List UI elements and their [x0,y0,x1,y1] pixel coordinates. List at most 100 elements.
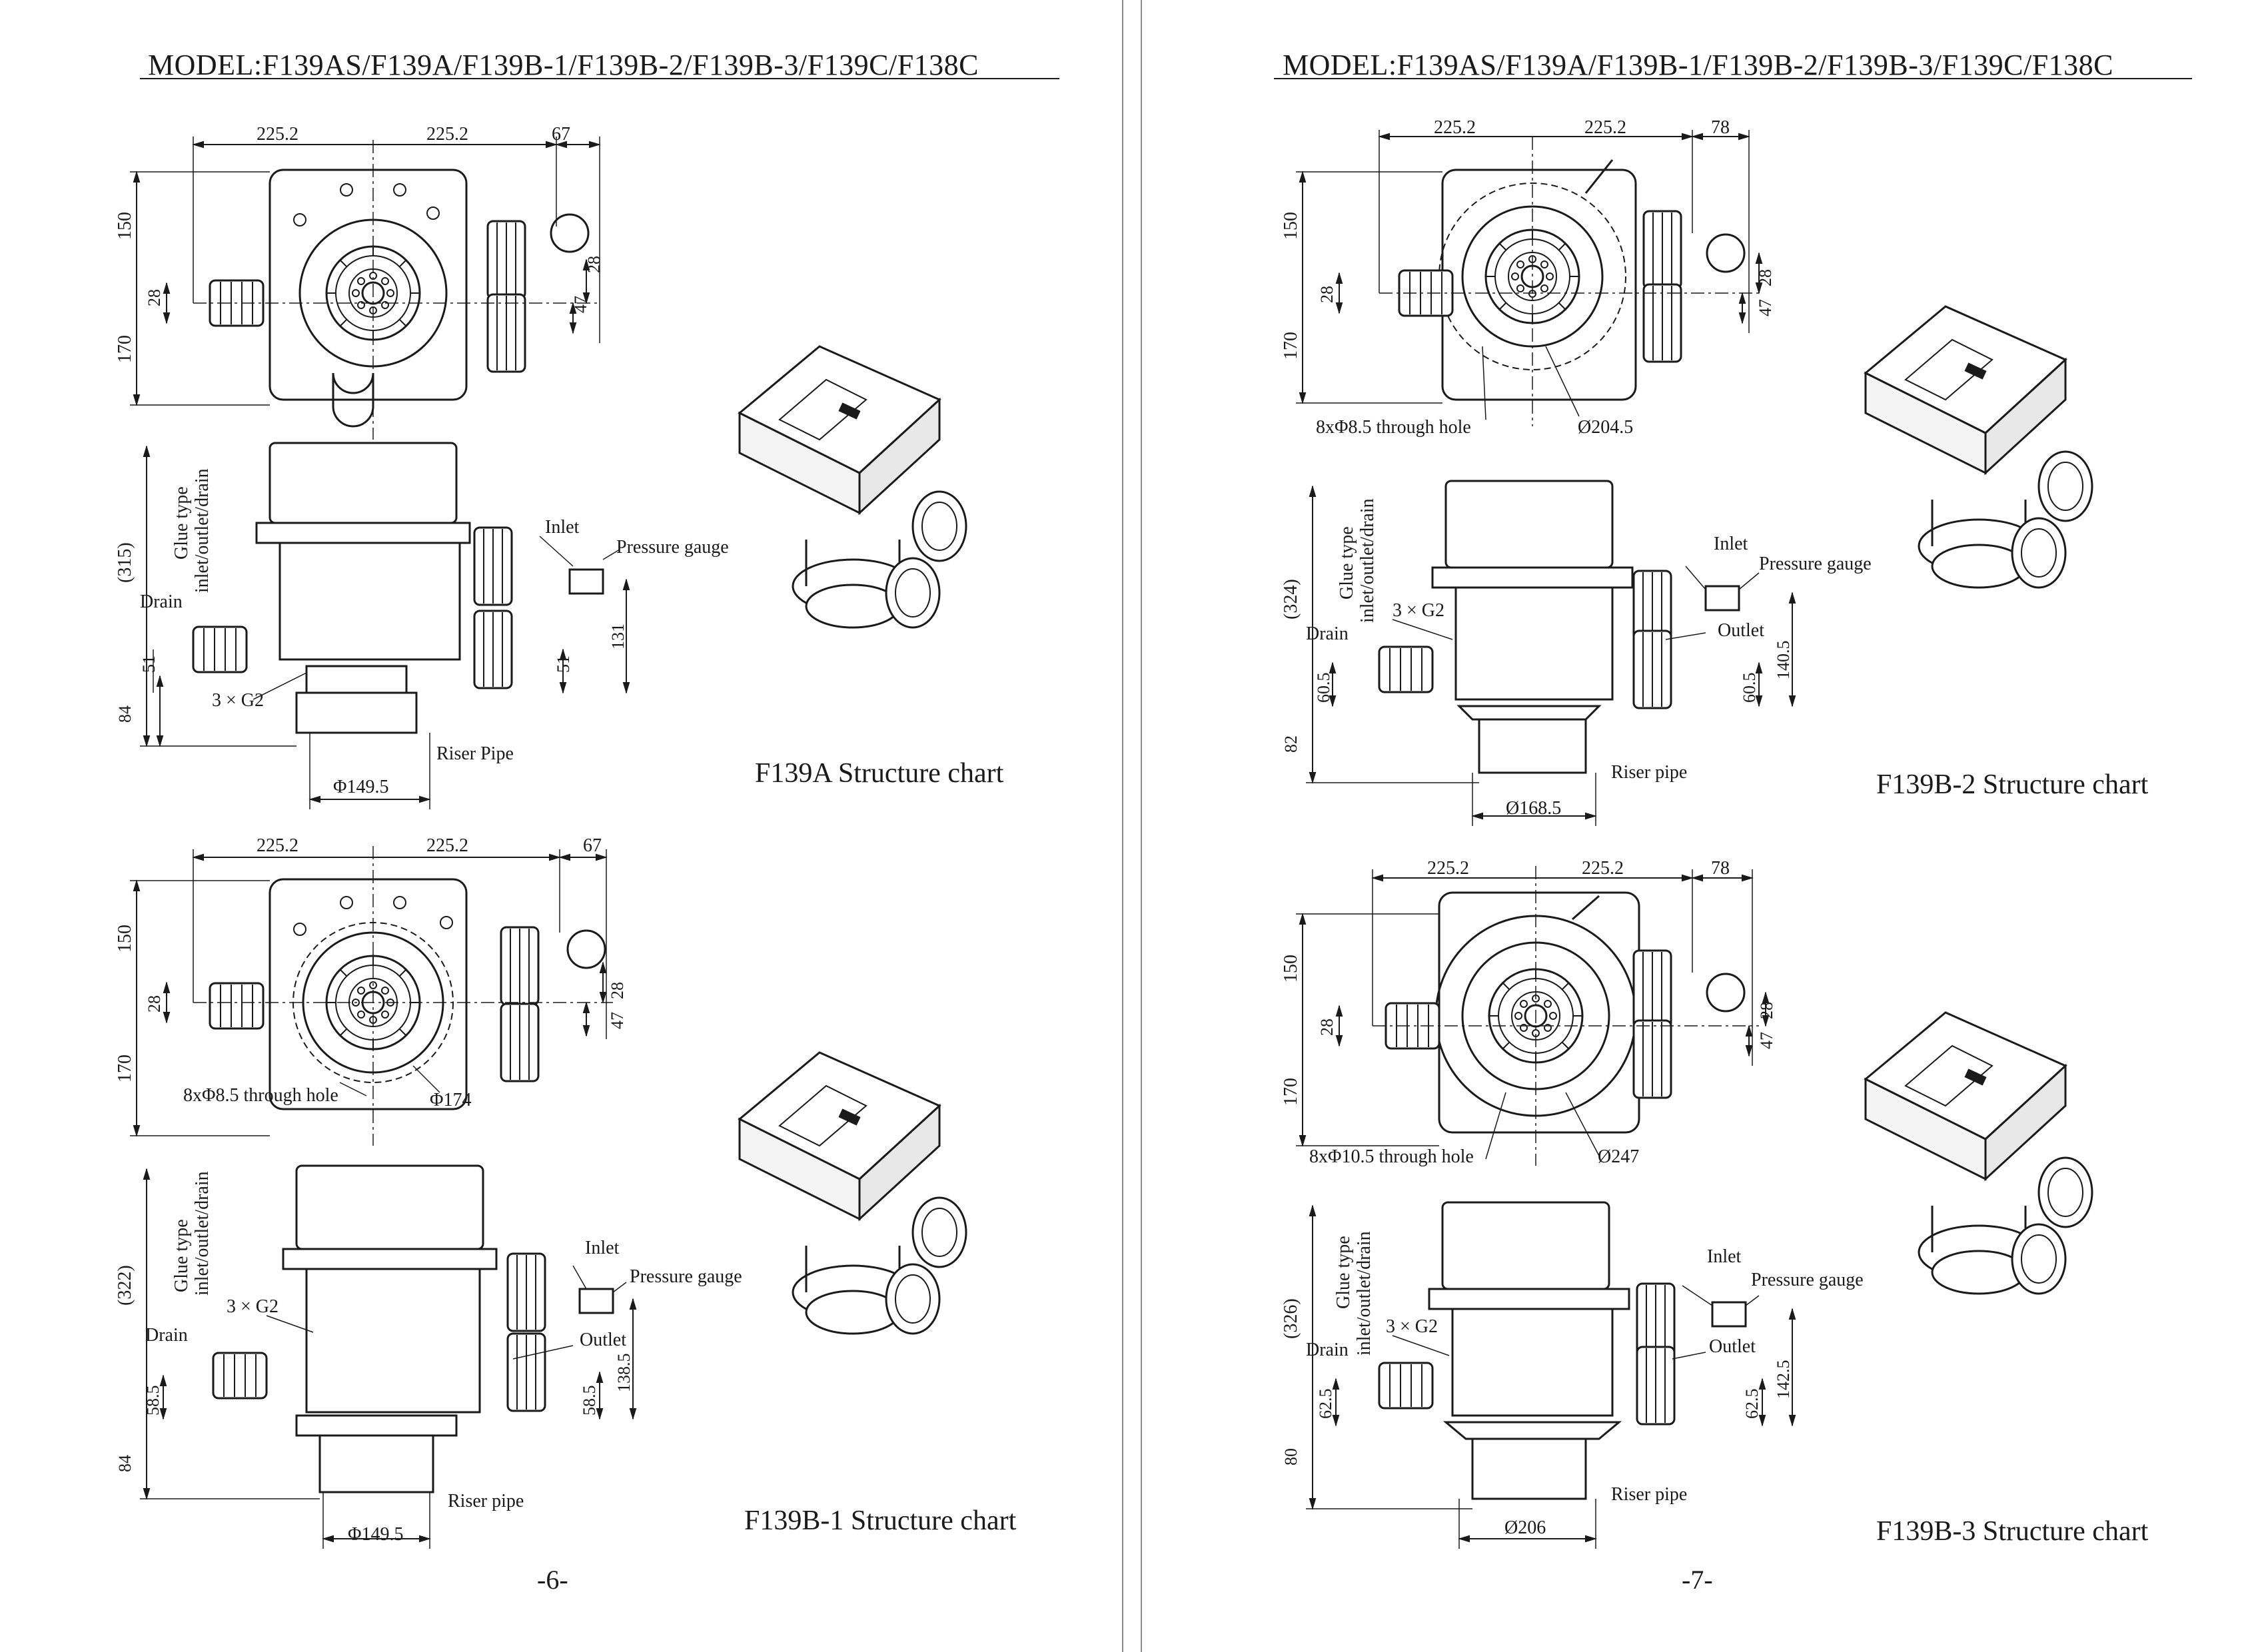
label-f139a-glue-type: Glue type [171,486,192,560]
dim-f139b-3-142: 142.5 [1774,1360,1793,1400]
dim-f139b-2-60b: 60.5 [1740,673,1759,703]
dim-f139b-1-58b: 58.5 [580,1386,599,1416]
dim-f139b-1-diam: Φ149.5 [348,1524,403,1545]
label-f139b-1-inlet-outlet-drain: inlet/outlet/drain [192,1171,213,1296]
dim-f139b-2-47: 47 [1756,299,1775,316]
figure-caption-f139b-1: F139B-1 Structure chart [744,1505,1017,1536]
dim-f139a-w2: 225.2 [426,124,468,145]
right-page [1141,0,2264,1652]
dim-f139b-2-diam: Ø168.5 [1506,798,1561,819]
label-f139b-2-riser: Riser pipe [1611,762,1687,783]
dim-f139b-2-28b: 28 [1756,269,1775,286]
dim-f139a-315: (315) [115,542,135,583]
dim-f139a-diam: Φ149.5 [333,777,388,797]
drawing-f139a-top-view [130,137,601,440]
label-f139b-1-holes: 8xΦ8.5 through hole [183,1085,338,1106]
label-f139b-3-holes: 8xΦ10.5 through hole [1309,1146,1474,1167]
label-f139a-pressure-gauge: Pressure gauge [616,537,729,558]
right-page-number: -7- [1682,1565,1713,1595]
dim-f139a-h-top: 150 [115,212,135,240]
dim-f139b-1-84: 84 [115,1455,135,1472]
figure-caption-f139b-3: F139B-3 Structure chart [1876,1516,2149,1547]
label-f139b-2-inlet-outlet-drain: inlet/outlet/drain [1357,498,1378,623]
figure-caption-f139a: F139A Structure chart [755,758,1004,789]
dim-f139b-3-w3: 78 [1711,858,1730,879]
label-f139b-2-drain: Drain [1306,623,1349,644]
right-page-header: MODEL:F139AS/F139A/F139B-1/F139B-2/F139B… [1283,49,2114,81]
dim-f139b-3-62b: 62.5 [1742,1389,1762,1420]
dim-f139b-2-w1: 225.2 [1434,117,1476,138]
label-f139a-drain: Drain [140,592,183,612]
dim-f139b-2-h-top: 150 [1281,212,1301,240]
dim-f139b-3-w2: 225.2 [1582,858,1624,879]
dim-f139b-1-138: 138.5 [614,1354,634,1393]
dim-f139b-1-58a: 58.5 [143,1386,163,1416]
dim-f139b-1-w1: 225.2 [257,835,298,856]
left-page-number: -6- [537,1565,568,1595]
label-f139b-2-glue-type: Glue type [1337,526,1357,600]
dim-f139b-3-diam: Ø206 [1504,1517,1546,1538]
dim-f139b-2-w2: 225.2 [1584,117,1626,138]
label-f139a-inlet-outlet-drain: inlet/outlet/drain [192,468,213,593]
label-f139b-1-thread: 3 × G2 [227,1296,279,1317]
dim-f139b-1-w3: 67 [583,835,602,856]
label-f139b-3-drain: Drain [1306,1340,1349,1360]
dim-f139a-51a: 51 [139,655,159,673]
label-f139b-1-riser: Riser pipe [448,1491,524,1511]
controller-illustration-f139b-1 [738,1051,967,1335]
label-f139b-1-pressure-gauge: Pressure gauge [630,1266,742,1287]
dim-f139b-3-80: 80 [1281,1448,1301,1465]
drawing-f139b-3-top-view [1296,866,1770,1166]
dim-f139b-1-h-bottom: 170 [115,1054,135,1082]
label-f139b-3-pressure-gauge: Pressure gauge [1751,1270,1864,1290]
label-f139b-3-outlet: Outlet [1709,1336,1756,1357]
drawing-f139b-2-top-view [1296,130,1763,426]
label-f139a-thread: 3 × G2 [212,690,264,711]
dim-f139b-2-28a: 28 [1317,286,1337,303]
dim-f139b-2-324: (324) [1281,579,1301,620]
controller-illustration-f139a [738,345,967,629]
dim-f139a-h-bottom: 170 [115,335,135,363]
label-f139b-3-inlet-outlet-drain: inlet/outlet/drain [1354,1231,1375,1356]
drawing-f139b-3-side-view [1306,1201,1796,1549]
dim-f139b-1-28b: 28 [608,982,627,999]
label-f139b-2-inlet: Inlet [1714,534,1748,554]
dim-f139b-3-62a: 62.5 [1316,1389,1335,1420]
dim-f139b-1-h-top: 150 [115,925,135,953]
dim-f139b-3-28b: 28 [1757,1002,1776,1019]
controller-illustration-f139b-2 [1864,305,2093,589]
dim-f139a-28a: 28 [145,289,164,306]
drawing-f139b-1-side-view [140,1164,637,1549]
dim-f139b-2-h-bottom: 170 [1281,332,1301,360]
dim-f139b-3-h-bottom: 170 [1281,1078,1301,1106]
dim-f139b-3-flange-diam: Ø247 [1598,1146,1639,1167]
dim-f139b-1-28a: 28 [145,995,164,1013]
label-f139b-2-holes: 8xΦ8.5 through hole [1316,417,1471,438]
label-f139b-2-thread: 3 × G2 [1393,600,1444,621]
label-f139b-2-pressure-gauge: Pressure gauge [1759,554,1872,574]
label-f139a-riser: Riser Pipe [436,743,514,764]
label-f139b-3-riser: Riser pipe [1611,1484,1687,1505]
label-f139b-1-glue-type: Glue type [171,1219,192,1292]
label-f139a-inlet: Inlet [545,517,580,538]
dim-f139b-2-flange-diam: Ø204.5 [1578,417,1633,438]
label-f139b-2-outlet: Outlet [1718,620,1764,641]
left-page-header: MODEL:F139AS/F139A/F139B-1/F139B-2/F139B… [148,49,979,81]
dim-f139a-28b: 28 [584,256,604,273]
label-f139b-3-glue-type: Glue type [1333,1236,1354,1309]
dim-f139b-2-w3: 78 [1711,117,1730,138]
left-page [0,0,1123,1652]
dim-f139a-84: 84 [115,705,135,723]
dim-f139b-3-28a: 28 [1317,1019,1337,1036]
drawing-f139b-2-side-view [1306,480,1796,826]
dim-f139b-1-322: (322) [115,1265,135,1306]
dim-f139b-2-82: 82 [1281,735,1301,753]
label-f139b-1-inlet: Inlet [585,1238,620,1258]
dim-f139b-3-47: 47 [1757,1032,1776,1049]
controller-illustration-f139b-3 [1864,1011,2093,1295]
dim-f139b-1-47: 47 [608,1012,627,1029]
figure-caption-f139b-2: F139B-2 Structure chart [1876,769,2149,800]
label-f139b-1-drain: Drain [145,1325,188,1346]
